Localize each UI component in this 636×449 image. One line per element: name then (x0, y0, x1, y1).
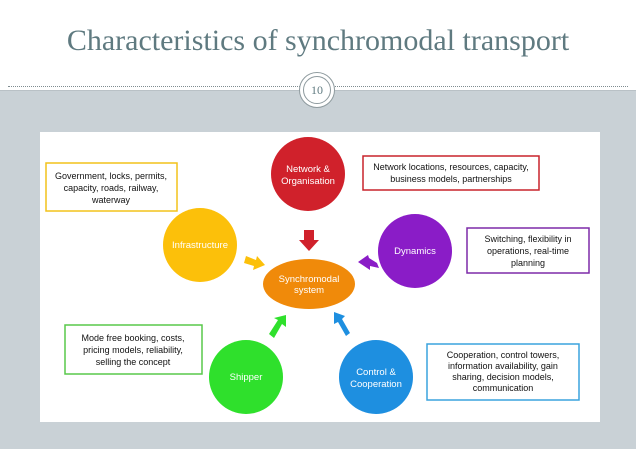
node-network-label-2: Organisation (281, 176, 335, 187)
note-infrastructure-line-2: capacity, roads, railway, (64, 183, 159, 193)
note-shipper: Mode free booking, costs, pricing models… (64, 324, 203, 375)
note-network-line-1: Network locations, resources, capacity, (373, 162, 528, 172)
node-control-label-2: Cooperation (350, 379, 402, 390)
node-dynamics-label: Dynamics (394, 246, 436, 257)
arrow-network-to-center (299, 230, 319, 251)
note-dynamics: Switching, flexibility in operations, re… (466, 227, 590, 274)
node-network-organisation: Network & Organisation (271, 137, 345, 211)
note-infrastructure: Government, locks, permits, capacity, ro… (45, 162, 178, 212)
center-synchromodal-system: Synchromodal system (263, 259, 355, 309)
note-shipper-line-2: pricing models, reliability, (83, 345, 183, 355)
arrow-dynamics-to-center (358, 255, 379, 270)
note-network: Network locations, resources, capacity, … (362, 155, 540, 191)
note-dynamics-line-2: operations, real-time (487, 246, 569, 256)
note-network-line-2: business models, partnerships (390, 174, 512, 184)
note-shipper-line-1: Mode free booking, costs, (81, 333, 184, 343)
note-infrastructure-line-3: waterway (91, 195, 131, 205)
note-dynamics-line-3: planning (511, 258, 545, 268)
note-control-line-4: communication (473, 383, 534, 393)
note-shipper-line-3: selling the concept (96, 357, 171, 367)
slide-title: Characteristics of synchromodal transpor… (66, 24, 570, 57)
center-label-1: Synchromodal (279, 274, 340, 285)
center-label-2: system (294, 285, 324, 296)
note-control: Cooperation, control towers, information… (426, 343, 580, 401)
node-shipper: Shipper (209, 340, 283, 414)
node-control-label-1: Control & (356, 367, 396, 378)
page-number: 10 (303, 76, 331, 104)
note-control-line-3: sharing, decision models, (452, 372, 554, 382)
page-number-badge: 10 (299, 72, 335, 108)
node-control-cooperation: Control & Cooperation (339, 340, 413, 414)
note-control-line-1: Cooperation, control towers, (447, 350, 560, 360)
arrow-control-to-center (334, 312, 350, 336)
note-control-line-2: information availability, gain (448, 361, 558, 371)
arrow-shipper-to-center (269, 315, 286, 338)
node-infrastructure-label: Infrastructure (172, 240, 228, 251)
arrow-infrastructure-to-center (244, 256, 265, 270)
node-shipper-label: Shipper (230, 372, 263, 383)
node-dynamics: Dynamics (378, 214, 452, 288)
note-dynamics-line-1: Switching, flexibility in (484, 234, 571, 244)
node-infrastructure: Infrastructure (163, 208, 237, 282)
diagram-panel: Network & Organisation Dynamics Control … (40, 132, 600, 422)
node-network-label-1: Network & (286, 164, 330, 175)
synchromodal-diagram: Network & Organisation Dynamics Control … (45, 137, 590, 414)
note-infrastructure-line-1: Government, locks, permits, (55, 171, 167, 181)
